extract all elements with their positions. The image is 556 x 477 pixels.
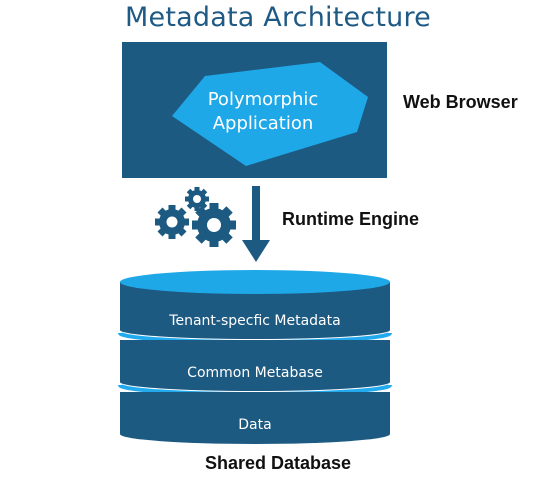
gears-icon xyxy=(155,187,236,247)
polymorphic-application-label: Polymorphic Application xyxy=(178,88,348,136)
runtime-engine-label: Runtime Engine xyxy=(282,209,420,229)
app-label-line1: Polymorphic xyxy=(207,89,319,110)
diagram-title: Metadata Architecture xyxy=(125,2,431,33)
web-browser-label: Web Browser xyxy=(403,92,518,112)
layer-label-data: Data xyxy=(238,417,272,433)
down-arrow-icon xyxy=(242,186,270,262)
layer-label-common-metabase: Common Metabase xyxy=(187,365,323,381)
db-layer-common-metabase xyxy=(120,340,390,391)
polymorphic-application-shape xyxy=(172,62,368,166)
shared-database-cylinder xyxy=(118,270,392,444)
db-top xyxy=(120,270,390,294)
app-label-line2: Application xyxy=(212,113,314,134)
db-layer-data xyxy=(120,392,390,444)
shared-database-label: Shared Database xyxy=(204,453,352,473)
layer-label-tenant-metadata: Tenant-specfic Metadata xyxy=(169,313,341,329)
